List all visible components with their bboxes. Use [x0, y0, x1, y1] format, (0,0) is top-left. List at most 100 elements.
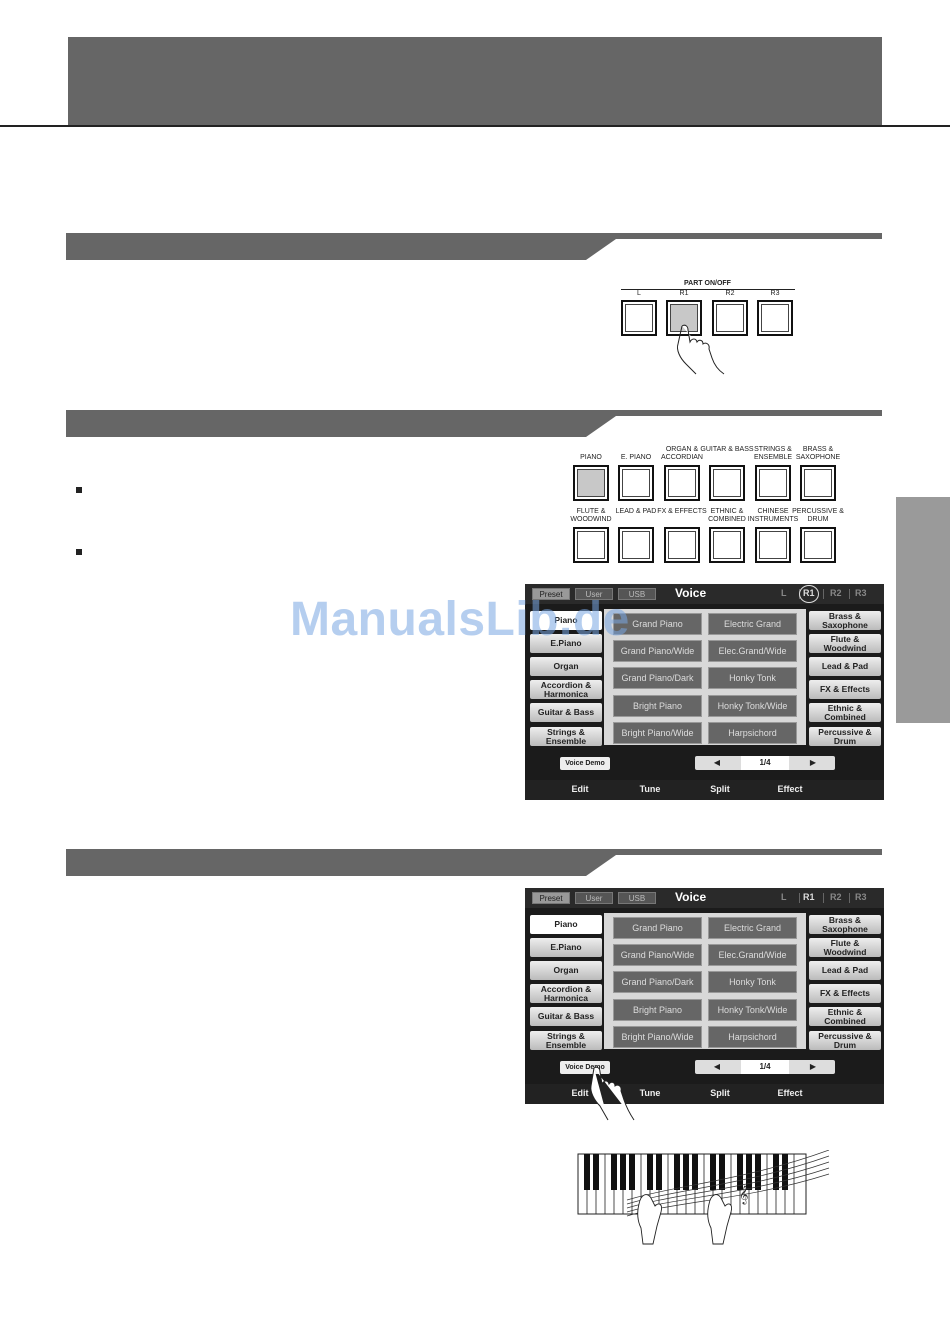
voice-demo-button[interactable]: Voice Demo [560, 757, 610, 770]
function-effect-button[interactable]: Effect [777, 784, 803, 794]
category-organ[interactable]: Organ [530, 961, 602, 980]
category-organ[interactable]: Organ [530, 657, 602, 676]
part-panel-title: PART ON/OFF [684, 280, 731, 287]
category-accordion[interactable]: Accordion & Harmonica [530, 984, 602, 1003]
voice-item[interactable]: Honky Tonk [708, 971, 797, 993]
voice-item[interactable]: Honky Tonk [708, 667, 797, 689]
category-epiano[interactable]: E.Piano [530, 634, 602, 653]
section-bar-1 [66, 233, 882, 260]
function-split-button[interactable]: Split [710, 1088, 730, 1098]
part-l[interactable]: L [781, 892, 787, 902]
category-fx[interactable]: FX & Effects [809, 984, 881, 1003]
category-flute[interactable]: Flute & Woodwind [809, 938, 881, 957]
voice-item[interactable]: Grand Piano/Wide [613, 944, 702, 966]
screen-topbar [525, 584, 884, 604]
function-edit-button[interactable]: Edit [571, 784, 589, 794]
page-indicator: 1/4 [741, 756, 789, 770]
part-button-l[interactable] [621, 300, 657, 336]
category-strings[interactable]: Strings & Ensemble [530, 1031, 602, 1050]
part-r3[interactable]: R3 [855, 892, 867, 902]
category-accordion[interactable]: Accordion & Harmonica [530, 680, 602, 699]
tab-user[interactable]: User [575, 588, 613, 600]
voice-item[interactable]: Electric Grand [708, 613, 797, 635]
part-r2[interactable]: R2 [830, 588, 842, 598]
voice-button-epiano[interactable] [618, 465, 654, 501]
tab-usb[interactable]: USB [618, 892, 656, 904]
voice-button-brass[interactable] [800, 465, 836, 501]
part-button-r3[interactable] [757, 300, 793, 336]
category-epiano[interactable]: E.Piano [530, 938, 602, 957]
next-page-icon[interactable]: ▶ [809, 1062, 817, 1071]
prev-page-icon[interactable]: ◀ [713, 1062, 721, 1071]
category-flute[interactable]: Flute & Woodwind [809, 634, 881, 653]
voice-item[interactable]: Grand Piano/Dark [613, 971, 702, 993]
voice-button-fx[interactable] [664, 527, 700, 563]
voice-item[interactable]: Grand Piano [613, 917, 702, 939]
part-r2[interactable]: R2 [830, 892, 842, 902]
voice-button-guitar[interactable] [709, 465, 745, 501]
tab-preset[interactable]: Preset [532, 588, 570, 600]
voice-item[interactable]: Grand Piano/Dark [613, 667, 702, 689]
part-r1[interactable]: R1 [803, 892, 815, 902]
category-guitar[interactable]: Guitar & Bass [530, 703, 602, 722]
function-edit-button[interactable]: Edit [571, 1088, 589, 1098]
category-brass[interactable]: Brass & Saxophone [809, 915, 881, 934]
header-rule [0, 125, 950, 127]
part-l[interactable]: L [781, 588, 787, 598]
prev-page-icon[interactable]: ◀ [713, 758, 721, 767]
category-piano[interactable]: Piano [530, 611, 602, 630]
function-split-button[interactable]: Split [710, 784, 730, 794]
voice-button-organ[interactable] [664, 465, 700, 501]
category-ethnic[interactable]: Ethnic & Combined [809, 1007, 881, 1026]
function-effect-button[interactable]: Effect [777, 1088, 803, 1098]
voice-item[interactable]: Grand Piano/Wide [613, 640, 702, 662]
bullet-1 [76, 487, 82, 493]
tab-preset[interactable]: Preset [532, 892, 570, 904]
category-fx[interactable]: FX & Effects [809, 680, 881, 699]
bullet-2 [76, 549, 82, 555]
voice-button-ethnic[interactable] [709, 527, 745, 563]
part-button-r2[interactable] [712, 300, 748, 336]
voice-screen-1: Preset User USB Voice L R1 R2 R3 Piano E… [525, 584, 884, 800]
voice-item[interactable]: Grand Piano [613, 613, 702, 635]
voice-item[interactable]: Honky Tonk/Wide [708, 999, 797, 1021]
voice-button-chinese[interactable] [755, 527, 791, 563]
category-lead[interactable]: Lead & Pad [809, 657, 881, 676]
voice-item[interactable]: Harpsichord [708, 1026, 797, 1048]
voice-item[interactable]: Bright Piano [613, 999, 702, 1021]
category-strings[interactable]: Strings & Ensemble [530, 727, 602, 746]
category-piano[interactable]: Piano [530, 915, 602, 934]
function-tune-button[interactable]: Tune [639, 1088, 661, 1098]
category-ethnic[interactable]: Ethnic & Combined [809, 703, 881, 722]
category-lead[interactable]: Lead & Pad [809, 961, 881, 980]
section-bar-2 [66, 410, 882, 437]
voice-item[interactable]: Honky Tonk/Wide [708, 695, 797, 717]
voice-item[interactable]: Elec.Grand/Wide [708, 944, 797, 966]
screen-title: Voice [675, 586, 707, 600]
part-button-r1[interactable] [666, 300, 702, 336]
category-percussive[interactable]: Percussive & Drum [809, 1031, 881, 1050]
category-guitar[interactable]: Guitar & Bass [530, 1007, 602, 1026]
tab-user[interactable]: User [575, 892, 613, 904]
voice-item[interactable]: Electric Grand [708, 917, 797, 939]
tab-usb[interactable]: USB [618, 588, 656, 600]
next-page-icon[interactable]: ▶ [809, 758, 817, 767]
screen-topbar [525, 888, 884, 908]
voice-button-flute[interactable] [573, 527, 609, 563]
screen-title: Voice [675, 890, 707, 904]
voice-item[interactable]: Bright Piano/Wide [613, 1026, 702, 1048]
voice-item[interactable]: Bright Piano [613, 695, 702, 717]
voice-item[interactable]: Elec.Grand/Wide [708, 640, 797, 662]
category-brass[interactable]: Brass & Saxophone [809, 611, 881, 630]
voice-button-piano[interactable] [573, 465, 609, 501]
part-r1[interactable]: R1 [803, 588, 815, 598]
part-r3[interactable]: R3 [855, 588, 867, 598]
category-percussive[interactable]: Percussive & Drum [809, 727, 881, 746]
voice-button-strings[interactable] [755, 465, 791, 501]
voice-item[interactable]: Bright Piano/Wide [613, 722, 702, 744]
voice-label-brass: BRASS & SAXOPHONE [795, 446, 841, 461]
voice-button-lead[interactable] [618, 527, 654, 563]
function-tune-button[interactable]: Tune [639, 784, 661, 794]
voice-item[interactable]: Harpsichord [708, 722, 797, 744]
voice-button-percussive[interactable] [800, 527, 836, 563]
